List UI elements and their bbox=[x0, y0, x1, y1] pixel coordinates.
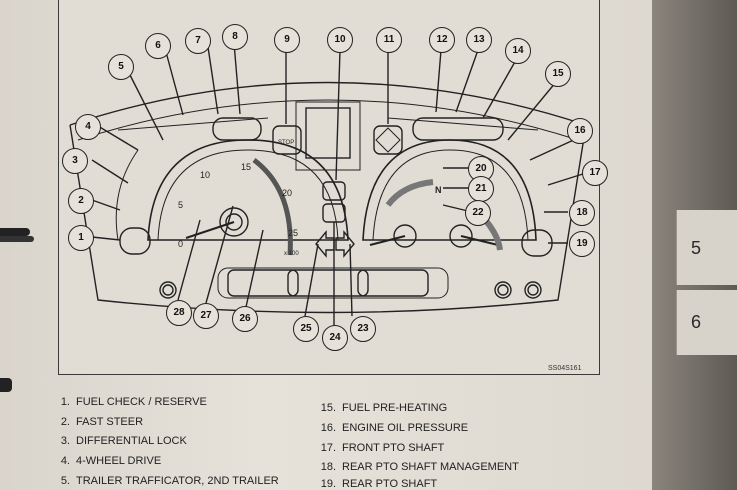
rpm-multiplier: x 100 bbox=[284, 251, 299, 257]
tick-label: 10 bbox=[200, 170, 210, 180]
callout-21: 21 bbox=[468, 176, 494, 202]
callout-3: 3 bbox=[62, 148, 88, 174]
callout-5: 5 bbox=[108, 54, 134, 80]
stop-label: STOP bbox=[278, 140, 294, 146]
callout-12: 12 bbox=[429, 27, 455, 53]
callout-27: 27 bbox=[193, 303, 219, 329]
callout-2: 2 bbox=[68, 188, 94, 214]
callout-1: 1 bbox=[68, 225, 94, 251]
neutral-symbol: N bbox=[435, 185, 442, 195]
callout-17: 17 bbox=[582, 160, 608, 186]
legend-item: 19.REAR PTO SHAFT bbox=[320, 478, 438, 490]
tick-label: 15 bbox=[241, 162, 251, 172]
callout-25: 25 bbox=[293, 316, 319, 342]
tick-label: 25 bbox=[288, 228, 298, 238]
index-tab-6[interactable]: 6 bbox=[676, 290, 737, 355]
callout-13: 13 bbox=[466, 27, 492, 53]
binder-ring bbox=[0, 378, 12, 392]
callout-26: 26 bbox=[232, 306, 258, 332]
callout-10: 10 bbox=[327, 27, 353, 53]
callout-4: 4 bbox=[75, 114, 101, 140]
callout-16: 16 bbox=[567, 118, 593, 144]
callout-18: 18 bbox=[569, 200, 595, 226]
callout-8: 8 bbox=[222, 24, 248, 50]
legend-item: 2.FAST STEER bbox=[60, 416, 144, 428]
callout-7: 7 bbox=[185, 28, 211, 54]
tick-label: 20 bbox=[282, 188, 292, 198]
callout-14: 14 bbox=[505, 38, 531, 64]
callout-11: 11 bbox=[376, 27, 402, 53]
legend-item: 18.REAR PTO SHAFT MANAGEMENT bbox=[320, 461, 519, 473]
figure-reference-id: SS04S161 bbox=[548, 365, 582, 372]
callout-6: 6 bbox=[145, 33, 171, 59]
callout-15: 15 bbox=[545, 61, 571, 87]
index-tab-5[interactable]: 5 bbox=[676, 210, 737, 285]
callout-22: 22 bbox=[465, 200, 491, 226]
callout-19: 19 bbox=[569, 231, 595, 257]
callout-24: 24 bbox=[322, 325, 348, 351]
legend-item: 15.FUEL PRE-HEATING bbox=[320, 402, 448, 414]
callout-9: 9 bbox=[274, 27, 300, 53]
legend-item: 16.ENGINE OIL PRESSURE bbox=[320, 422, 469, 434]
binder-ring bbox=[0, 236, 34, 242]
legend-item: 3.DIFFERENTIAL LOCK bbox=[60, 435, 187, 447]
legend-item: 1.FUEL CHECK / RESERVE bbox=[60, 396, 207, 408]
legend-item: 5.TRAILER TRAFFICATOR, 2ND TRAILER bbox=[60, 475, 279, 487]
legend-item: 17.FRONT PTO SHAFT bbox=[320, 442, 445, 454]
legend-item: 4.4-WHEEL DRIVE bbox=[60, 455, 162, 467]
callout-28: 28 bbox=[166, 300, 192, 326]
tick-label: 5 bbox=[178, 200, 183, 210]
binder-ring bbox=[0, 228, 30, 236]
tick-label: 0 bbox=[178, 239, 183, 249]
dashboard-drawing: 0 5 10 15 20 25 x 100 N STOP bbox=[69, 42, 587, 325]
callout-23: 23 bbox=[350, 316, 376, 342]
